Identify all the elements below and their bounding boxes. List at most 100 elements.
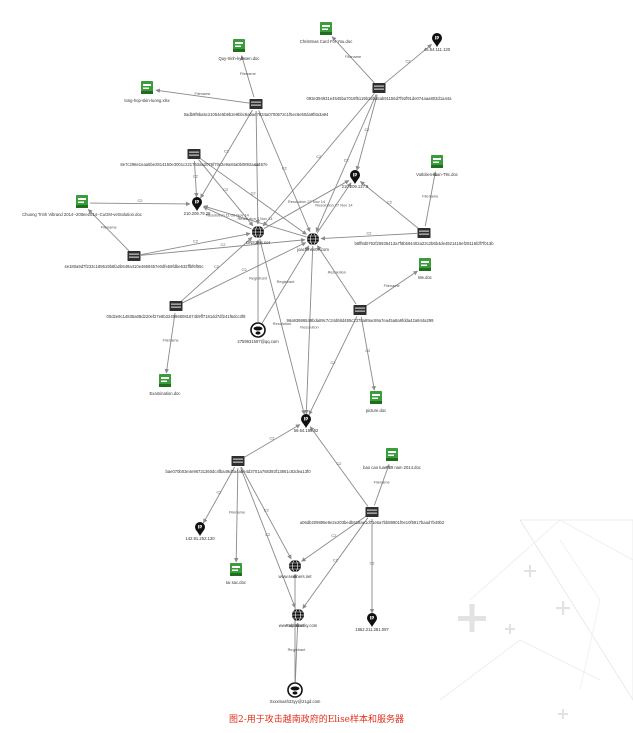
edge-n17-n20 [164, 312, 176, 374]
edge-label: C2 [221, 242, 226, 247]
edge-label: Filename [229, 510, 245, 515]
node-label: Vutlolien-tuan-T9c.doc [416, 172, 458, 177]
node-doc-chuong-trinh-vibrand-2014-20ttee2014-cug[interactable]: Chuong Trinh Vibrand 2014--20ttee2014--C… [22, 195, 142, 217]
node-domain-dns2ms-net[interactable]: DNS2ms.net [246, 225, 271, 245]
node-label: 093e394931e4545ba7019f5119b16ba5ab91156d… [307, 96, 453, 101]
edge-label: C2 [193, 239, 198, 244]
edge-n6-n12 [255, 110, 261, 225]
edge-label: C2 [265, 532, 270, 537]
edge-label: C2 [223, 187, 228, 192]
node-doc-quy-trinh-kyluoen-doc[interactable]: Quy-trinh-kyluoen.doc [219, 39, 260, 61]
edge-n15-n12 [140, 232, 251, 256]
edge-n13-n9 [316, 182, 352, 234]
node-label: tong-hop-skin-luong.xlsx [124, 98, 170, 103]
node-label: 4e180a9d7f233c189519b6fa2b649a410e466945… [64, 264, 203, 269]
node-hash-4e180a9d7f233c189519b6fa2b649a410e466945[interactable]: 4e180a9d7f233c189519b6fa2b649a410e466945… [64, 251, 204, 269]
node-doc-tong-hop-skin-luong-xlsx[interactable]: tong-hop-skin-luong.xlsx [124, 81, 171, 103]
node-label: DNS2ms.net [246, 240, 271, 245]
edge-label: C2 [138, 198, 143, 203]
edge-label: Resolution [273, 321, 291, 326]
edge-label: Registrant [249, 276, 268, 281]
edge-label: Resolution 11-20 Nov 14 [206, 213, 249, 218]
ip-pin-icon: IP [432, 33, 442, 47]
edge-n5-n3 [384, 44, 432, 84]
node-hash-0adb9f9ba5c21054e5b9b2e9bbc8abae7834a070[interactable]: 0adb9f9ba5c21054e5b9b2e9bbc8abae7834a070… [184, 99, 329, 117]
svg-text:IP: IP [435, 36, 439, 41]
edge-label: C2 [331, 533, 336, 538]
ip-pin-icon: IP [350, 170, 360, 184]
domain-globe-icon [289, 559, 301, 573]
node-hash-96a93986549bda89c7c34d68d485c2378a89ac69[interactable]: 96a93986549bda89c7c34d68d485c2378a89ac69… [287, 305, 435, 323]
ip-pin-icon: IP [192, 197, 202, 211]
node-label: bao cao tuan 39 nam 2014.doc [363, 465, 421, 470]
edge-n7-n13 [199, 157, 307, 235]
document-icon [386, 448, 398, 461]
node-hash-b8ff8d0762f25935413a7f8bb94402a23c2b6b4d[interactable]: b8ff8d0762f25935413a7f8bb94402a23c2b6b4d… [354, 228, 494, 246]
node-email-xxxxmash33yy-21gd-com[interactable]: Xxxxmash33yy@21gd.com [270, 682, 321, 704]
node-domain-joachmsn09-com[interactable]: joachmsn09.com [296, 232, 329, 252]
edge-label: Filename [422, 193, 438, 198]
edge-label: Registrant [286, 623, 305, 628]
svg-text:IP: IP [198, 525, 202, 530]
document-icon [233, 39, 245, 52]
edge-n14-n8 [424, 171, 437, 227]
node-email-2759931597-qq-com[interactable]: 2759931597@qq.com [237, 322, 279, 344]
domain-globe-icon [252, 225, 264, 239]
node-doc-me-doc[interactable]: Me.doc [418, 258, 432, 280]
node-hash-093e394931e4545ba7019f5119b16ba5ab91156d[interactable]: 093e394931e4545ba7019f5119b16ba5ab91156d… [307, 83, 453, 101]
node-doc-examination-doc[interactable]: Examination.doc [150, 374, 181, 396]
file-hash-icon [353, 305, 367, 315]
email-mask-icon [287, 682, 303, 698]
edge-n6-n13 [258, 110, 311, 233]
edge-label: C2 [387, 200, 392, 205]
edge-n18-n22 [308, 316, 358, 416]
edge-n18-n16 [365, 270, 418, 307]
node-domain-www-sershers-net[interactable]: www.sershers.net [278, 559, 312, 579]
edge-n25-n22 [309, 426, 369, 507]
edge-label: C2 [344, 158, 349, 163]
edge-label: C2 [264, 508, 269, 513]
node-hash-bae070b03e4e96731360dc4fba49d0a4abe4d370[interactable]: bae070b03e4e96731360dc4fba49d0a4abe4d370… [165, 456, 311, 474]
edge-n5-n2 [331, 36, 375, 84]
node-hash-a06db209895e9e2e203bedb518ae1d71e6a7bb89[interactable]: a06db209895e9e2e203bedb518ae1d71e6a7bb89… [300, 507, 445, 525]
edge-n13-n22 [304, 245, 314, 415]
node-doc-picture-doc[interactable]: picture.doc [366, 391, 386, 413]
edge-label: Filename [384, 283, 400, 288]
svg-text:IP: IP [304, 417, 308, 422]
node-hash-00d2e9c14835a08d220ef27e8b3249868081674b[interactable]: 00d2e9c14835a08d220ef27e8b3249868081674b… [107, 301, 247, 319]
node-label: a06db209895e9e2e203bedb518ae1d71e6a7bb89… [300, 520, 445, 525]
email-mask-icon [250, 322, 266, 338]
node-hash-8e7c298e1eaa5be2814150e3001c221763aa2076[interactable]: 8e7c298e1eaa5be2814150e3001c221763aa2076… [120, 149, 268, 167]
document-icon [230, 563, 242, 576]
document-icon [320, 22, 332, 35]
edge-label: C2 [331, 360, 336, 365]
ip-pin-icon: IP [195, 522, 205, 536]
edge-n6-n1 [240, 55, 255, 98]
document-icon [159, 374, 171, 387]
edge-n23-n22 [243, 424, 301, 458]
background-decoration [439, 519, 633, 719]
node-doc-bao-cao-tuan-39-nam-2014-doc[interactable]: bao cao tuan 39 nam 2014.doc [363, 448, 421, 470]
edge-n18-n13 [317, 245, 357, 305]
edge-n5-n12 [262, 93, 375, 227]
node-label: 210.209.127.8 [342, 184, 369, 189]
edge-n6-n10 [200, 109, 253, 199]
edge-n13-n10 [203, 205, 307, 238]
node-doc-christmas-card-for-you-doc[interactable]: Christmas Card For You.doc [300, 22, 353, 44]
domain-globe-icon [292, 608, 304, 622]
edge-n14-n9 [360, 181, 419, 229]
svg-text:IP: IP [195, 200, 199, 205]
edge-n25-n24 [373, 464, 390, 506]
node-doc-tai-sac-doc[interactable]: tai sac.doc [226, 563, 246, 585]
node-domain-www-abimcasky-com[interactable]: www.abimcasky.com [279, 608, 318, 628]
edge-label: Filename [240, 71, 256, 76]
node-doc-vutlolien-tuan-t9c-doc[interactable]: Vutlolien-tuan-T9c.doc [416, 155, 458, 177]
ip-pin-icon: IP [301, 414, 311, 428]
